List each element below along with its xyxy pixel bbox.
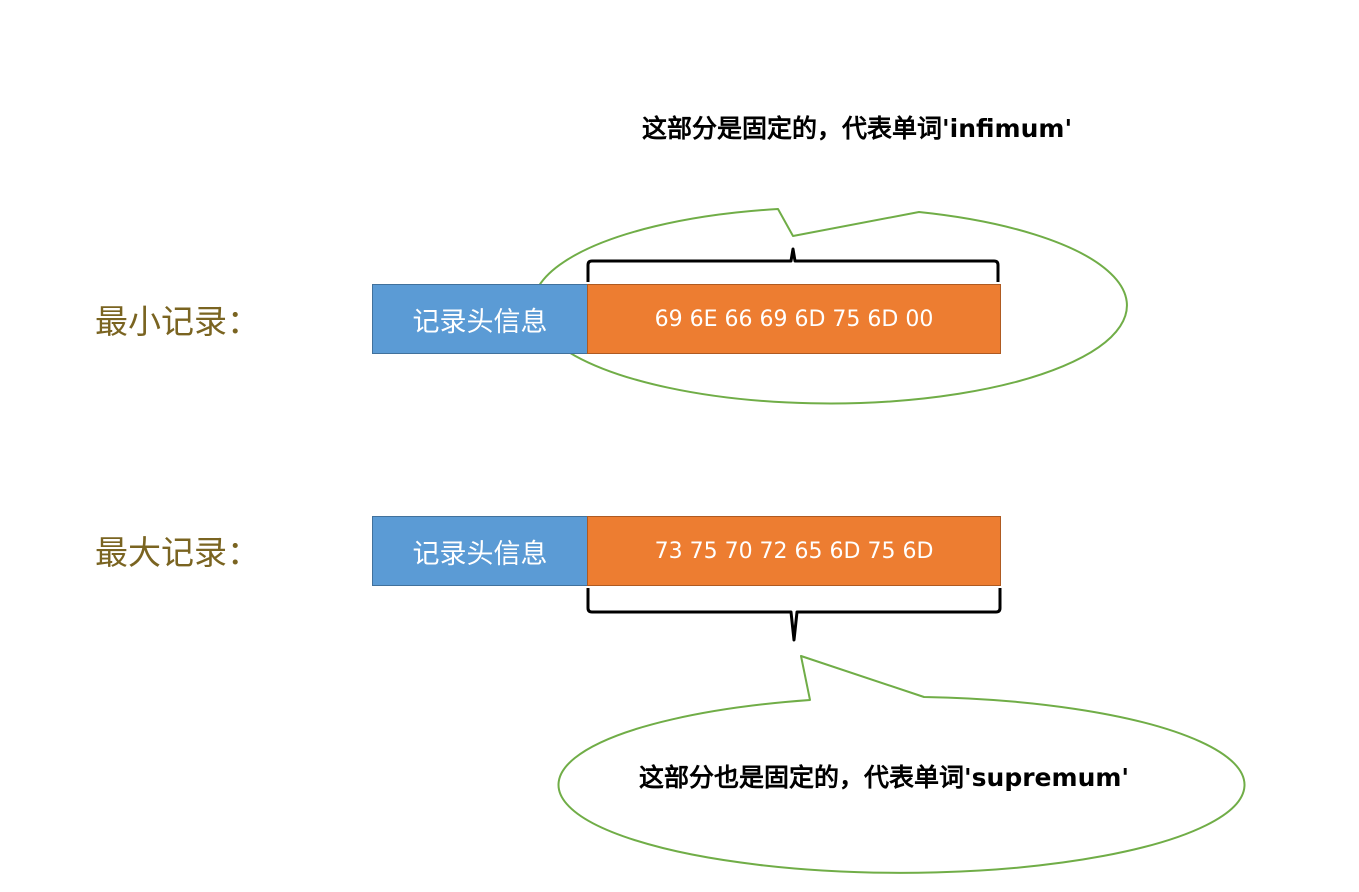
supremum-callout-text: 这部分也是固定的，代表单词'supremum' — [639, 763, 1130, 792]
min-record-payload-field: 69 6E 66 69 6D 75 6D 00 — [587, 284, 1001, 354]
max-record-payload-field: 73 75 70 72 65 6D 75 6D — [587, 516, 1001, 586]
supremum-callout-bubble — [557, 655, 1246, 874]
min-record-label: 最小记录： — [95, 302, 260, 341]
infimum-callout-text: 这部分是固定的，代表单词'infimum' — [642, 114, 1073, 143]
infimum-bracket — [586, 247, 1000, 282]
max-record-header-field: 记录头信息 — [372, 516, 588, 586]
supremum-bracket — [586, 588, 1002, 642]
max-record-label: 最大记录： — [95, 533, 260, 572]
min-record-header-field: 记录头信息 — [372, 284, 588, 354]
